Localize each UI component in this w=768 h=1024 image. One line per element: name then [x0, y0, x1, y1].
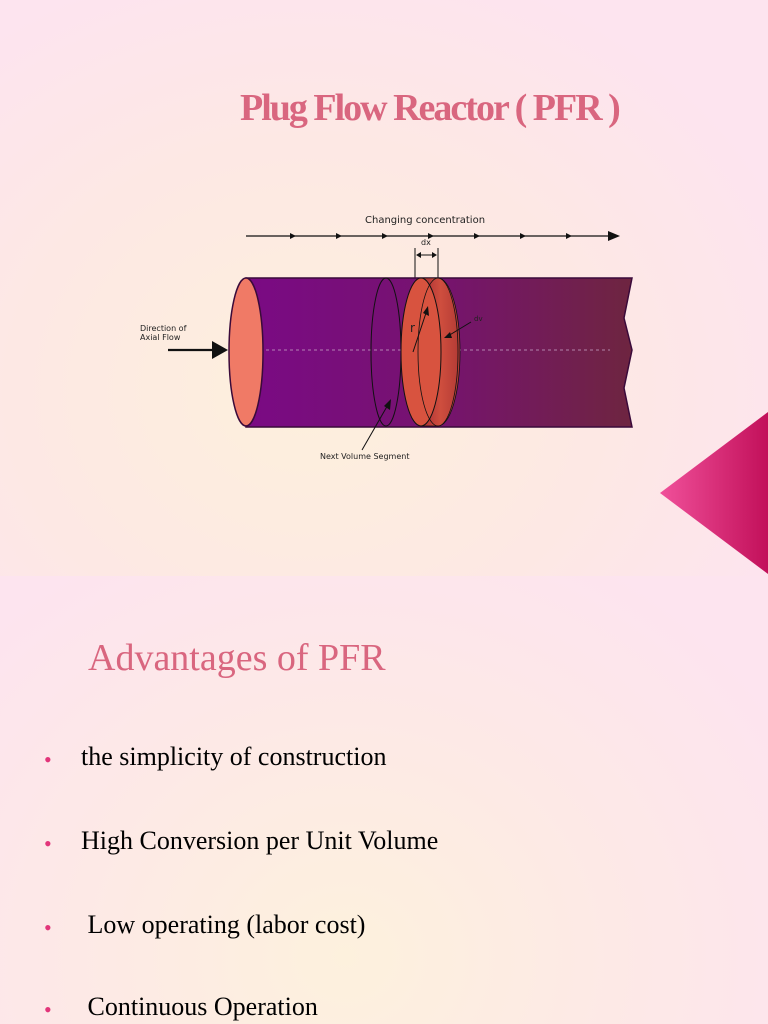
dv-label: dv	[474, 315, 483, 323]
bullet-text: Continuous Operation	[81, 992, 318, 1021]
bullet-text: Low operating (labor cost)	[81, 910, 366, 939]
axis-tick-5	[474, 233, 480, 239]
axis-tick-2	[336, 233, 342, 239]
bullet-dot: •	[44, 997, 52, 1022]
radius-arrow	[412, 309, 428, 353]
axis-tick-7	[566, 233, 572, 239]
changing-concentration-label: Changing concentration	[365, 215, 485, 226]
volume-segment-face	[400, 277, 442, 427]
dx-arrow-right	[432, 252, 437, 258]
radius-label: r	[410, 321, 415, 335]
bullet-text: the simplicity of construction	[81, 742, 387, 771]
slide-bottom-background	[0, 576, 768, 1024]
axial-flow-label-line2: Axial Flow	[140, 333, 181, 342]
bullet-dot: •	[44, 747, 52, 772]
radius-arrow-head	[423, 306, 429, 316]
bullet-dot: •	[44, 915, 52, 940]
axial-flow-label-line1: Direction of	[140, 324, 187, 333]
dv-pointer	[447, 321, 472, 337]
bullet-text: High Conversion per Unit Volume	[81, 826, 439, 855]
pfr-diagram: Changing concentration dx r	[140, 215, 633, 461]
bullet-item: • Low operating (labor cost)	[40, 910, 740, 950]
segment-pointer	[361, 402, 390, 451]
segment-pointer-head	[384, 399, 391, 410]
dv-pointer-head	[444, 332, 452, 338]
slide-title: Plug Flow Reactor ( PFR )	[240, 87, 621, 129]
dx-arrow-left	[416, 252, 421, 258]
axis-tick-3	[382, 233, 388, 239]
axis-tick-6	[520, 233, 526, 239]
axis-tick-1	[290, 233, 296, 239]
axial-flow-arrow-head	[212, 341, 228, 359]
axis-tick-4	[428, 233, 434, 239]
bullet-item: • Continuous Operation	[40, 992, 740, 1024]
axis-arrow-head	[608, 231, 620, 241]
dx-top-label: dx	[421, 238, 431, 247]
advantages-heading: Advantages of PFR	[88, 637, 386, 679]
volume-segment-back	[417, 277, 459, 427]
bullet-item: • the simplicity of construction	[40, 742, 740, 782]
bullet-item: • High Conversion per Unit Volume	[40, 826, 740, 866]
bullet-dot: •	[44, 831, 52, 856]
next-volume-segment-label: Next Volume Segment	[320, 452, 409, 461]
inlet-face	[228, 277, 264, 427]
